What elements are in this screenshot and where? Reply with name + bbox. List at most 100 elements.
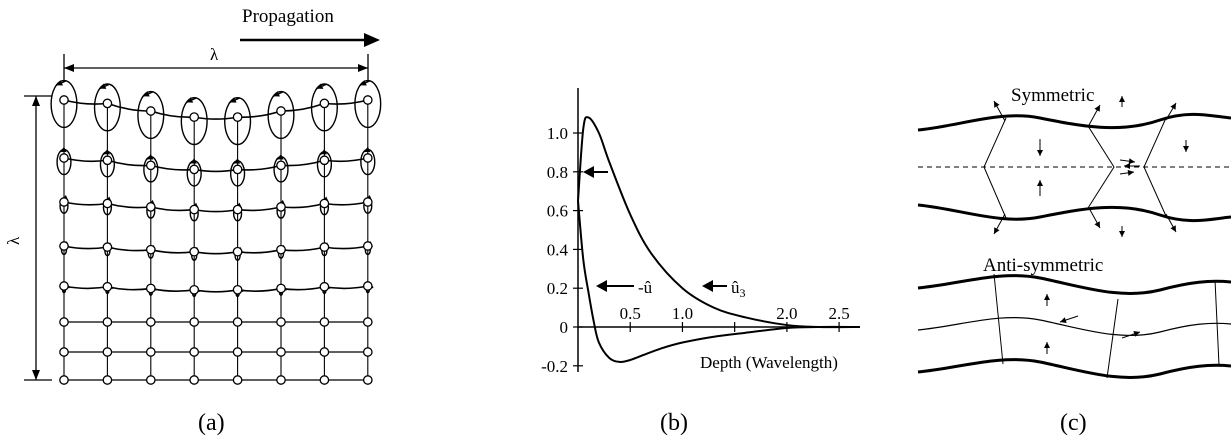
arrow-u-marker-head xyxy=(596,280,607,292)
orbit-direction-arrow xyxy=(319,148,327,155)
y-tick-label: 0.4 xyxy=(547,240,569,259)
particle xyxy=(145,375,156,385)
particle xyxy=(102,242,113,252)
particle-orbit xyxy=(180,97,208,146)
particle xyxy=(189,347,200,357)
particle xyxy=(362,95,373,105)
caption-a: (a) xyxy=(198,410,225,436)
particle xyxy=(59,347,69,357)
particle xyxy=(276,202,286,212)
particle xyxy=(362,241,373,251)
displacement-arrow xyxy=(1119,226,1125,237)
orbit-direction-arrow xyxy=(316,83,328,90)
particle xyxy=(102,347,113,357)
displacement-arrow xyxy=(993,213,1006,235)
particle xyxy=(319,375,330,385)
particle xyxy=(145,106,156,116)
displacement-arrow xyxy=(1119,169,1135,176)
particle xyxy=(319,242,330,252)
particle xyxy=(59,317,69,327)
particle xyxy=(319,347,330,357)
particle xyxy=(362,347,373,357)
series-line xyxy=(577,116,861,329)
particle xyxy=(362,153,373,163)
curves xyxy=(577,116,861,363)
curve-u3-label-main: û xyxy=(731,278,740,297)
series-line xyxy=(577,200,861,363)
panel-c: Symmetric Anti-symmetric (c) xyxy=(917,85,1231,436)
y-tick-label: 0.6 xyxy=(547,202,568,221)
particle xyxy=(362,197,373,207)
displacement-arrow xyxy=(1059,315,1079,323)
antisym-bottom-surface xyxy=(917,358,1231,379)
depth-arrowhead-bottom xyxy=(32,370,40,380)
caption-b: (b) xyxy=(660,410,688,436)
particle xyxy=(189,164,200,175)
particle xyxy=(319,317,330,327)
wavelength-arrowhead-left xyxy=(64,64,74,72)
particle xyxy=(276,283,286,294)
particle xyxy=(362,317,373,327)
y-tick-label: 0 xyxy=(560,318,569,337)
displacement-arrow xyxy=(1044,294,1050,306)
symmetric-top-surface xyxy=(917,112,1231,132)
wavelength-top-label: λ xyxy=(210,45,219,64)
particle xyxy=(319,198,330,209)
particle xyxy=(276,375,286,385)
wavelength-side-label: λ xyxy=(4,236,23,245)
particle xyxy=(232,284,243,295)
particle xyxy=(145,347,156,357)
symmetric-section-3 xyxy=(1143,117,1167,217)
particle-grid xyxy=(50,79,382,385)
antisym-section-2 xyxy=(1106,298,1119,379)
particle xyxy=(189,284,200,295)
orbit-direction-arrow xyxy=(102,148,110,155)
symmetric-displacement-arrows xyxy=(993,96,1189,237)
particle-orbit xyxy=(137,90,165,140)
particle xyxy=(145,244,156,255)
orbit-direction-arrow xyxy=(229,97,241,104)
displacement-arrow xyxy=(1088,104,1101,126)
symmetric-section-2 xyxy=(1087,125,1115,209)
particle xyxy=(59,375,69,385)
symmetric-label: Symmetric xyxy=(1011,85,1094,106)
particle xyxy=(59,95,69,105)
displacement-arrow xyxy=(1165,213,1177,233)
particle-orbit xyxy=(267,90,295,140)
displacement-arrow xyxy=(1121,331,1141,339)
orbit-direction-arrow xyxy=(146,154,154,160)
y-tick-label: 0.2 xyxy=(547,279,568,298)
particle xyxy=(145,202,156,212)
particle xyxy=(232,246,243,257)
particle xyxy=(319,98,330,109)
particle xyxy=(362,375,373,385)
particle xyxy=(232,204,243,215)
displacement-arrow xyxy=(993,100,1006,122)
displacement-arrow xyxy=(1037,180,1043,196)
orbit-direction-arrow xyxy=(233,158,241,164)
displacement-arrow xyxy=(1119,158,1136,165)
orbit-direction-arrow xyxy=(186,97,198,104)
orbit-direction-arrow xyxy=(363,146,371,153)
displacement-arrow xyxy=(1037,139,1043,156)
displacement-arrow xyxy=(1088,207,1101,229)
antisym-mid-surface xyxy=(917,317,1231,337)
particle xyxy=(276,244,286,255)
curve-u3-label-sub: 3 xyxy=(740,286,746,300)
antisym-section-1 xyxy=(993,273,1004,365)
particle xyxy=(232,317,243,327)
particle xyxy=(102,98,113,109)
particle xyxy=(362,281,373,291)
x-tick-label: 2.0 xyxy=(776,304,797,323)
x-tick-label: 1.0 xyxy=(672,304,693,323)
displacement-arrow xyxy=(1124,163,1140,169)
particle-orbit xyxy=(354,79,382,129)
displacement-arrow xyxy=(1119,96,1125,107)
y-tick-label: 1.0 xyxy=(547,124,568,143)
particle-orbit xyxy=(310,83,338,132)
orbit-direction-arrow xyxy=(55,79,67,86)
antisym-section-3 xyxy=(1214,279,1220,366)
orbit-direction-arrow xyxy=(189,158,197,164)
particle xyxy=(276,106,286,116)
antisymmetric-displacement-arrows xyxy=(1044,294,1141,354)
